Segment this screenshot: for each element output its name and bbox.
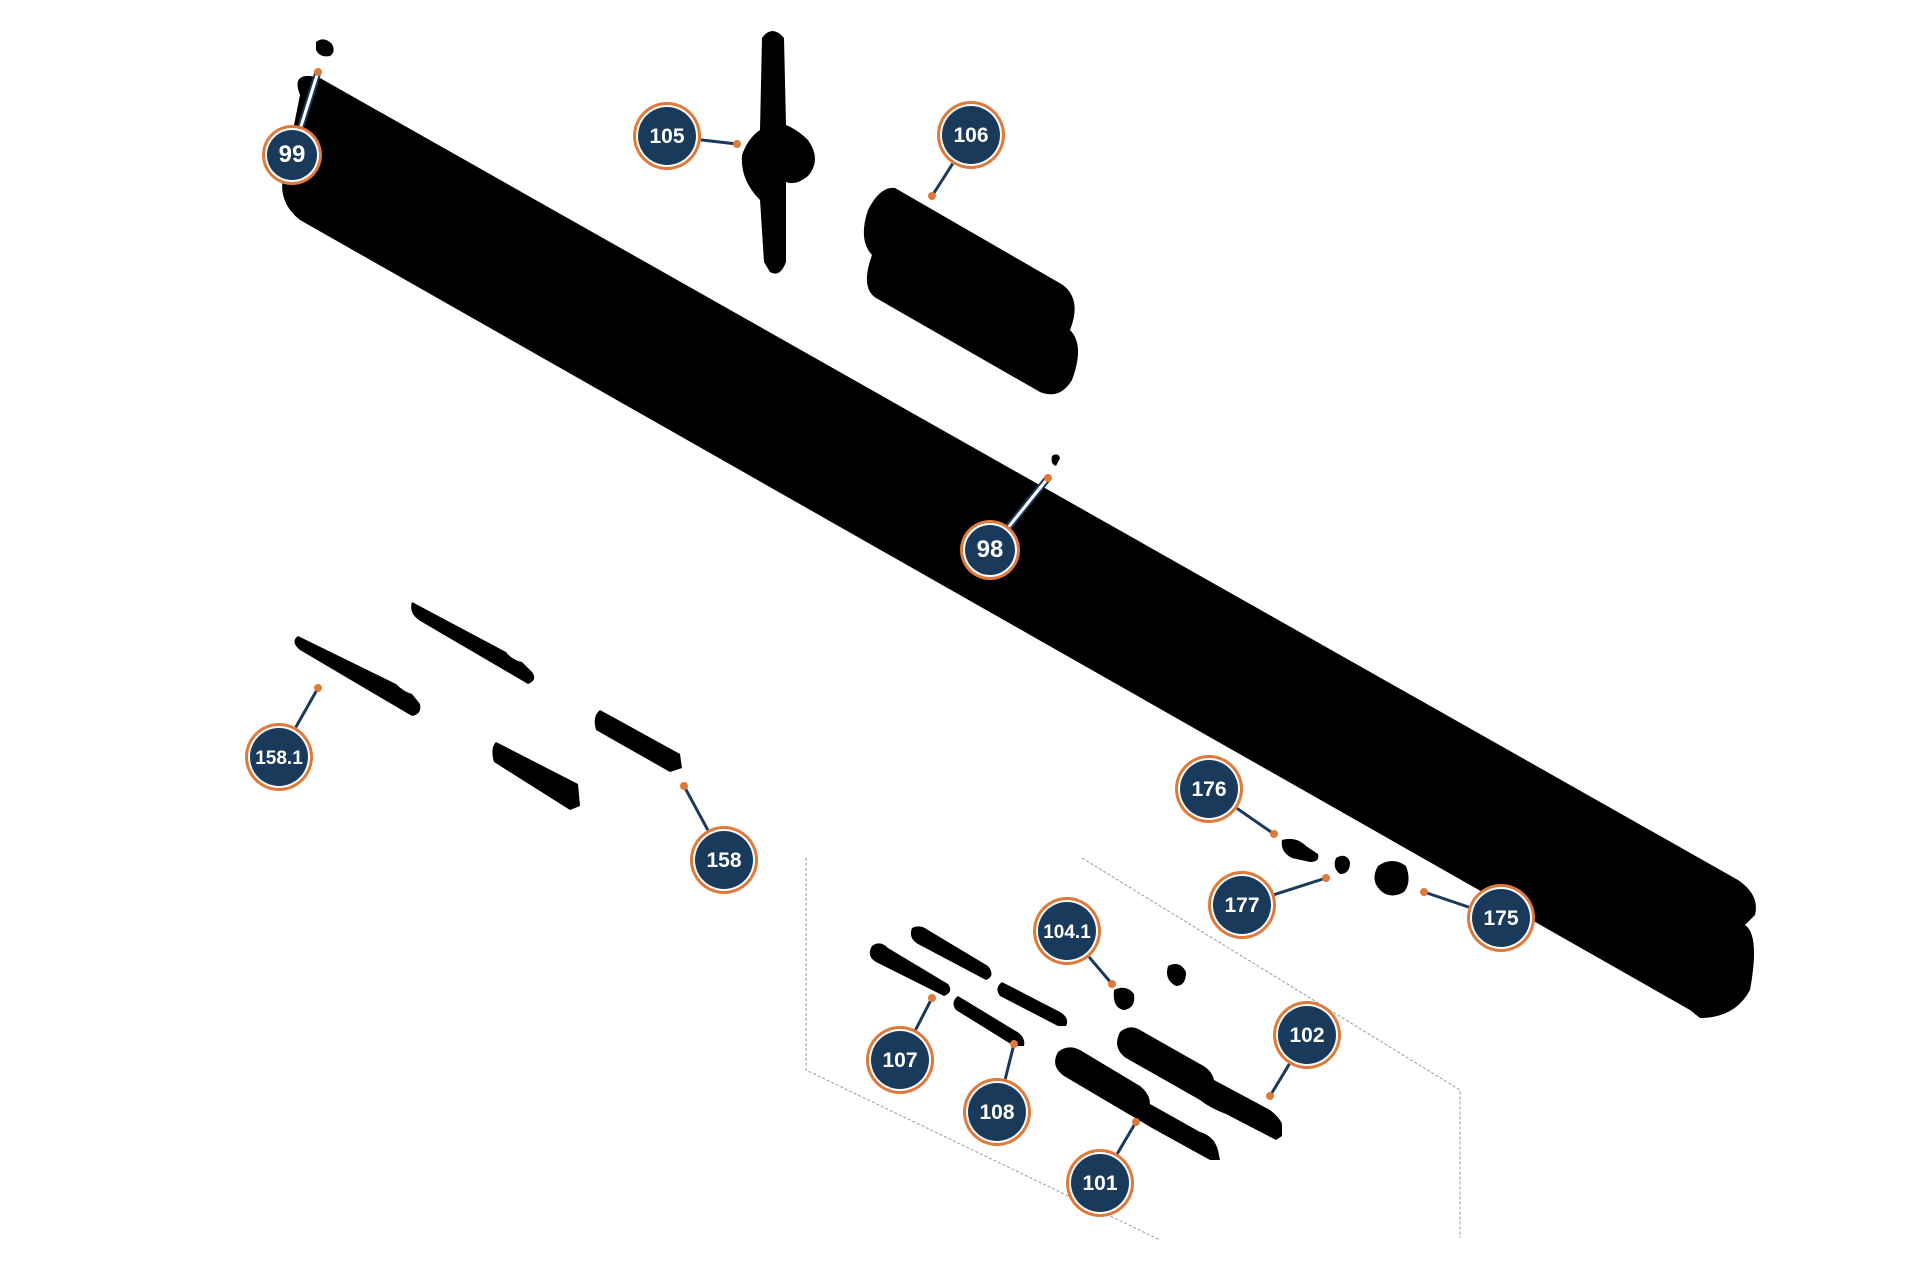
callout-label: 158.1 (255, 748, 303, 769)
leader-line-175 (1423, 890, 1470, 909)
callout-bubbles: 99 98 105 106 158.1 158 176 177 175 104.1 102 107 10… (245, 101, 1535, 1217)
callout-label: 175 (1483, 907, 1518, 930)
callout-158[interactable]: 158 (690, 826, 758, 894)
leader-dot-101 (1132, 1118, 1140, 1126)
part-175-small[interactable] (1374, 861, 1409, 896)
part-176-small[interactable] (1281, 838, 1319, 862)
callout-body (695, 831, 753, 889)
callout-body (968, 1083, 1026, 1141)
callout-label: 105 (649, 125, 684, 148)
callout-body (1038, 902, 1096, 960)
callout-body (1472, 889, 1530, 947)
leader-dot-108 (1010, 1040, 1018, 1048)
leader-dot-177 (1322, 874, 1330, 882)
leader-dot-98 (1044, 474, 1052, 482)
part-158-block-upper[interactable] (594, 710, 682, 772)
leader-line-108 (1003, 1043, 1016, 1080)
callout-102[interactable]: 102 (1273, 1001, 1341, 1069)
callout-body (638, 107, 696, 165)
leader-line-158 (682, 785, 710, 831)
part-small-cap[interactable] (1167, 964, 1186, 986)
leader-dot-105 (733, 140, 741, 148)
leader-lines (294, 68, 1470, 1155)
part-102-frame[interactable] (1117, 1027, 1282, 1140)
part-98-small-pin[interactable] (1051, 454, 1061, 466)
leader-dot-104_1 (1108, 980, 1116, 988)
leader-line-101 (1115, 1121, 1138, 1155)
leader-dot-107 (928, 994, 936, 1002)
callout-105[interactable]: 105 (633, 102, 701, 170)
leader-dot-175 (1420, 888, 1428, 896)
callout-label: 107 (882, 1049, 917, 1072)
part-104-1-nut[interactable] (1113, 987, 1135, 1010)
part-158-1-rail-lower[interactable] (294, 636, 421, 716)
callout-label: 158 (706, 849, 741, 872)
callout-label: 108 (979, 1101, 1014, 1124)
part-108-sleeve[interactable] (997, 982, 1068, 1026)
callout-label: 98 (977, 536, 1004, 563)
leader-line-158_1 (294, 687, 320, 729)
callout-106[interactable]: 106 (937, 101, 1005, 169)
callout-body (1213, 876, 1271, 934)
leader-dot-176 (1270, 830, 1278, 838)
leader-line-107 (914, 997, 934, 1031)
leader-line-177 (1273, 876, 1327, 897)
callout-107[interactable]: 107 (866, 1026, 934, 1094)
callout-104-1[interactable]: 104.1 (1033, 897, 1101, 965)
callout-label: 101 (1082, 1172, 1117, 1195)
leader-dot-158 (680, 782, 688, 790)
callout-body (250, 728, 308, 786)
callout-label: 177 (1224, 894, 1259, 917)
part-107-rod-lower[interactable] (869, 943, 951, 996)
callout-108[interactable]: 108 (963, 1078, 1031, 1146)
callout-label: 99 (279, 141, 306, 168)
callout-label: 102 (1289, 1024, 1324, 1047)
leader-line-gap-98 (1007, 477, 1050, 528)
callout-101[interactable]: 101 (1066, 1149, 1134, 1217)
part-105-handle[interactable] (741, 31, 815, 274)
callout-98[interactable]: 98 (960, 520, 1020, 580)
parts (282, 31, 1756, 1160)
callout-label: 106 (953, 124, 988, 147)
leader-dot-99 (314, 68, 322, 76)
callout-99[interactable]: 99 (262, 125, 322, 185)
leader-line-gap-99 (299, 71, 320, 127)
part-108-pin[interactable] (953, 996, 1025, 1046)
callout-label: 176 (1191, 778, 1226, 801)
callout-body (1071, 1154, 1129, 1212)
callout-body (1180, 760, 1238, 818)
callout-body (1278, 1006, 1336, 1064)
callout-158-1[interactable]: 158.1 (245, 723, 313, 791)
leader-dot-106 (928, 192, 936, 200)
part-177-small[interactable] (1334, 855, 1350, 874)
part-106-roller-block[interactable] (863, 187, 1079, 395)
leader-dot-158_1 (314, 684, 322, 692)
callout-body (267, 130, 317, 180)
part-99-small-plug[interactable] (316, 39, 334, 57)
assembly-guide-lines (805, 857, 1461, 1241)
part-158-block-lower[interactable] (492, 742, 580, 810)
leader-line-104_1 (1087, 955, 1114, 985)
part-158-1-rail-upper[interactable] (411, 602, 535, 684)
callout-body (942, 106, 1000, 164)
leader-line-105 (700, 138, 738, 146)
callout-177[interactable]: 177 (1208, 871, 1276, 939)
leader-line-176 (1236, 807, 1275, 836)
callout-175[interactable]: 175 (1467, 884, 1535, 952)
callout-label: 104.1 (1043, 922, 1091, 943)
leader-line-106 (930, 162, 954, 197)
leader-line-102 (1268, 1063, 1291, 1097)
callout-body (965, 525, 1015, 575)
callout-body (871, 1031, 929, 1089)
callout-176[interactable]: 176 (1175, 755, 1243, 823)
part-107-rod-upper[interactable] (910, 926, 992, 980)
leader-dot-102 (1266, 1092, 1274, 1100)
part-101-frame[interactable] (1055, 1047, 1220, 1160)
